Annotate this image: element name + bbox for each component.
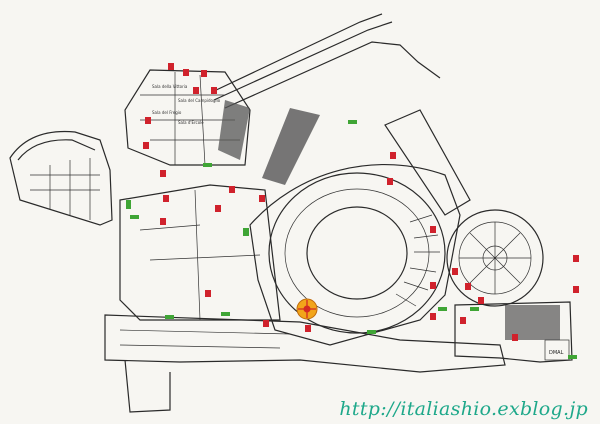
staircases <box>218 100 560 340</box>
room-label-c: Sala del Campidoglio <box>178 98 221 103</box>
northeast-wing <box>384 109 471 216</box>
exit-arrows <box>126 120 577 359</box>
southeast-annex: DMAL <box>454 301 573 363</box>
room-label-a: Sala della Vittoria <box>152 84 188 89</box>
blog-watermark: http://italiashio.exblog.jp <box>339 398 588 420</box>
main-rotunda <box>249 163 461 346</box>
east-tower <box>446 209 544 307</box>
north-diagonal-wall <box>211 13 393 101</box>
room-label-b: Sala del Fregio <box>152 110 182 115</box>
central-hall <box>104 184 506 413</box>
north-corridor-wall <box>224 41 441 109</box>
west-wing <box>9 130 113 226</box>
emergency-signs <box>143 63 579 341</box>
room-label-d: Sala d'Ercole <box>178 120 204 125</box>
room-label-dmal: DMAL <box>549 350 564 356</box>
you-are-here-marker <box>296 298 318 320</box>
